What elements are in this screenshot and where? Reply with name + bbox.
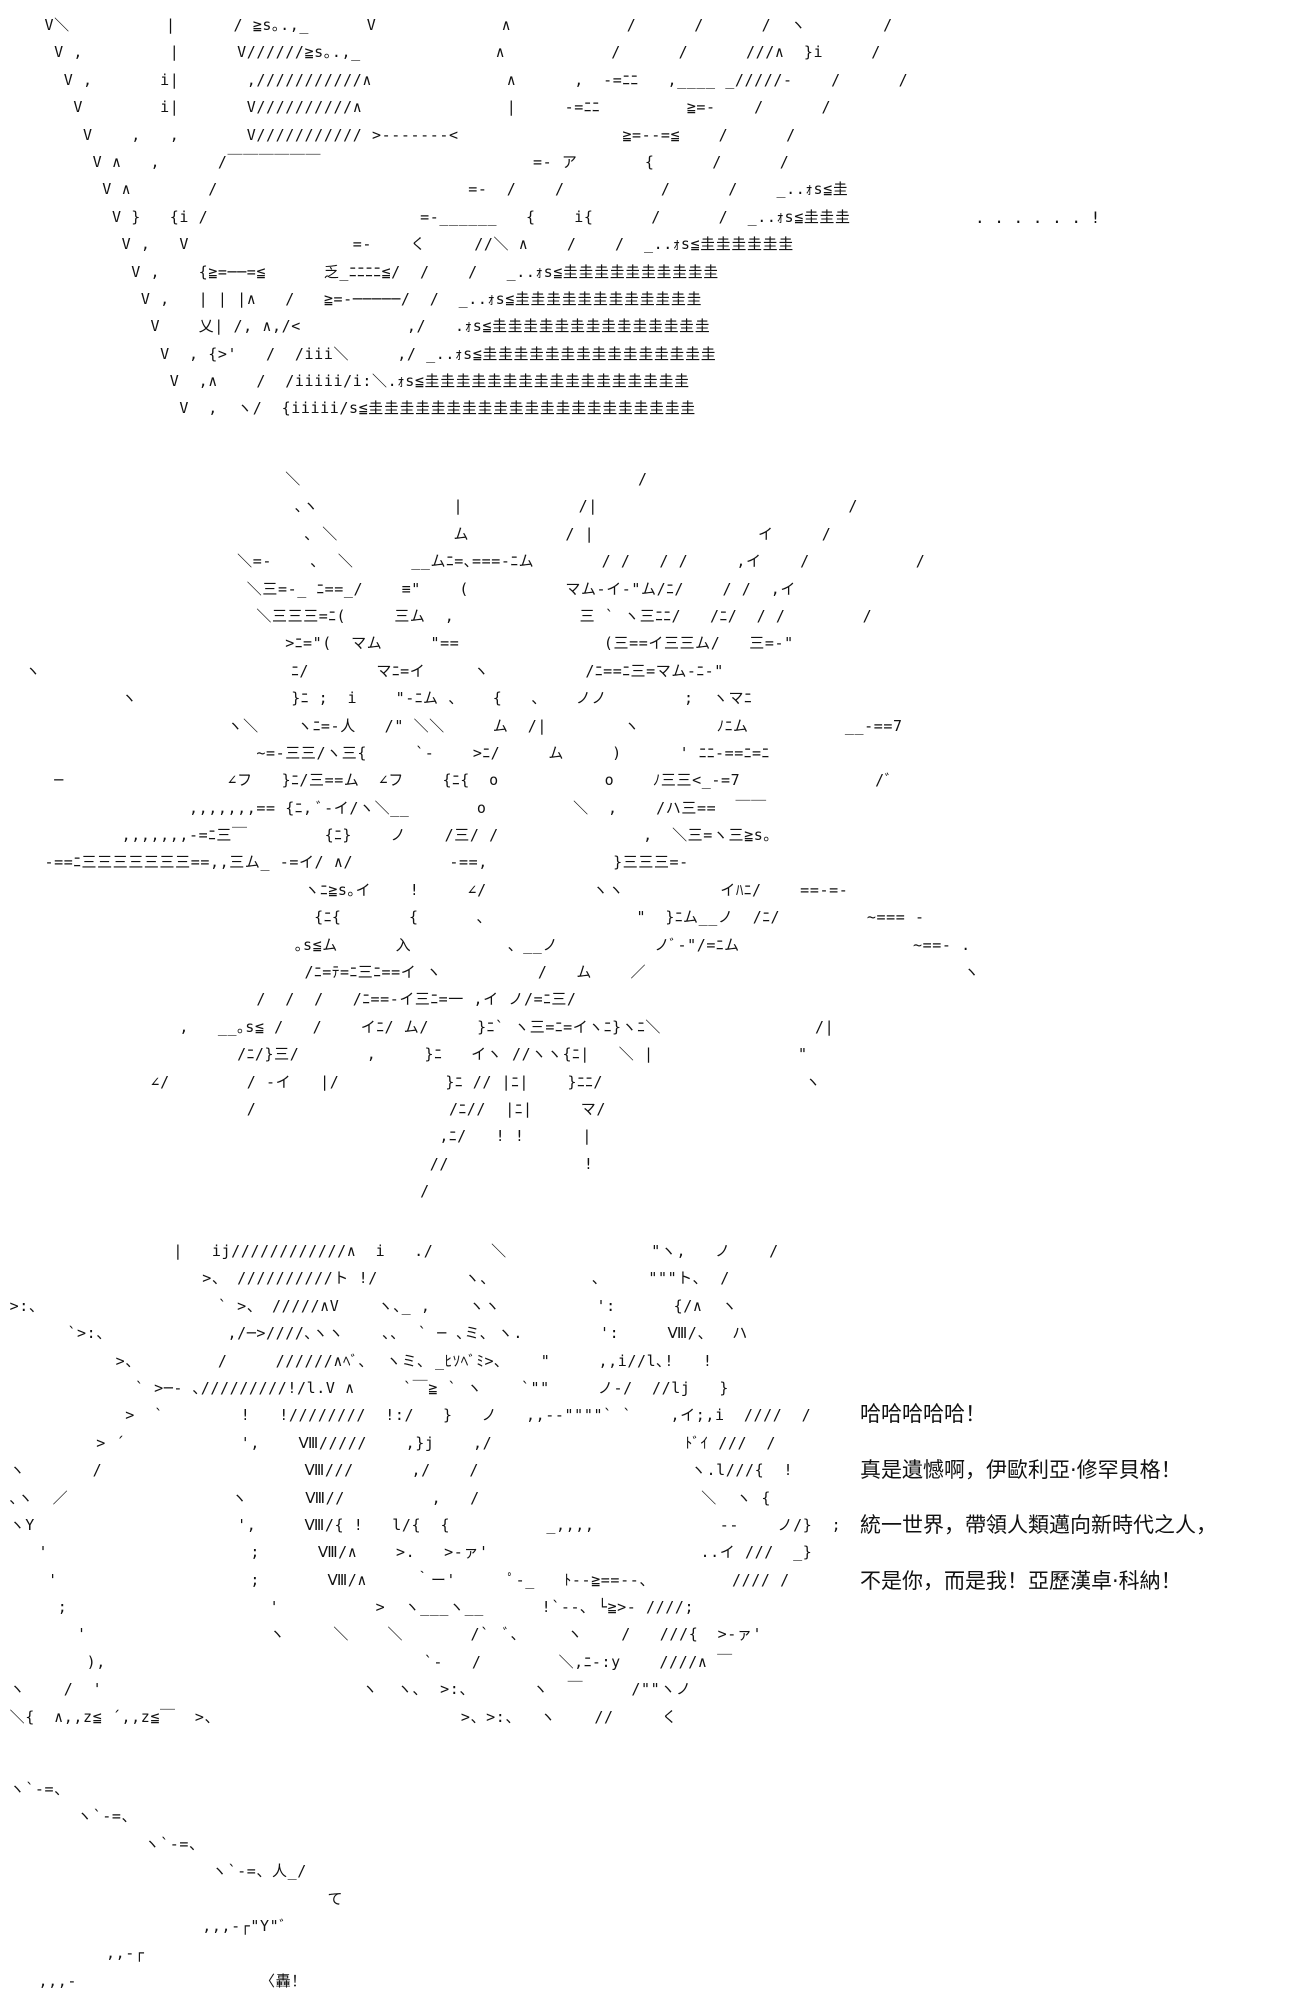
dialogue-line: 真是遺憾啊，伊歐利亞·修罕貝格！ [860, 1457, 1182, 1482]
ascii-art-line: ─ ∠フ }ﾆ/三==ム ∠フ {ﾆ{ o o ﾉ三三<_-=7 /ﾞ [6, 771, 893, 790]
ascii-art-line: ヽ / ' ヽ ヽ､ >:、 ヽ ￣ /""ヽノ [0, 1680, 692, 1699]
ascii-art-line: {ﾆ{ { 、 " }ﾆム__ノ /ﾆ/ ~=== - [6, 908, 925, 927]
ascii-art-line: ; ' > ヽ___ヽ__ !`--､ └≧>- ////; [0, 1598, 695, 1617]
ascii-art-line: >、 //////////ト !/ ヽ、 ､ """ト､ / [0, 1269, 730, 1288]
ascii-art-line: > ´ ', Ⅷ///// ,}j ,/ ﾄﾞｲ /// / [0, 1433, 776, 1452]
ascii-art-line: /ﾆ=ﾃ=ﾆ三ﾆ==イ ヽ / ム ／ ヽ [6, 963, 980, 982]
ascii-art-line: て [0, 1889, 344, 1908]
ascii-art-line: ` >─- ､/////////!/l.V ∧ `￣≧ ` ヽ `"" ノ-/ … [0, 1378, 730, 1397]
ascii-art-line: ,,,-┌"Y"ﾞ [0, 1916, 288, 1935]
dialogue-text: 哈哈哈哈哈！ 真是遺憾啊，伊歐利亞·修罕貝格！ 統一世界，帶領人類邁向新時代之人… [860, 1396, 1217, 1618]
ascii-art-line: , __｡s≦ / / イﾆ/ ム/ }ﾆ` ヽ三=ﾆ=イヽﾆ}ヽﾆ＼ /| [6, 1017, 835, 1036]
ascii-art-line: ヽ`-=、人_/ [0, 1862, 307, 1881]
ascii-art-line: V , V =- く //＼ ∧ / / _..ｫs≦圭圭圭圭圭圭 [6, 235, 794, 254]
ascii-art-line: V ,∧ / /iiiii/i:＼.ｫs≦圭圭圭圭圭圭圭圭圭圭圭圭圭圭圭圭圭 [6, 372, 690, 391]
ascii-art-line: // ! [6, 1154, 594, 1173]
ascii-art-line: ヽ ﾆ/ マﾆ=イ ヽ /ﾆ==ﾆ三=マム-ﾆ-" [6, 661, 724, 680]
ascii-art-line: ､ヽ | /| / [6, 497, 858, 516]
ascii-art-line: ＼三三三=ﾆ( 三ム , 三 ` ヽ三ﾆﾆ/ /ﾆ/ / / / [6, 606, 873, 625]
ascii-art-line: ' ; Ⅷ/∧ >. >-ァ' ..イ /// _} [0, 1543, 813, 1562]
ascii-art-line: V 乂| /, ∧,/< ,/ .ｫs≦圭圭圭圭圭圭圭圭圭圭圭圭圭圭 [6, 317, 711, 336]
ascii-art-line: V ∧ , /￣￣￣￣￣￣ =- ア { / / [6, 152, 790, 171]
ascii-art-line: V } {i / =-______ { i{ / / _..ｫs≦圭圭圭 [6, 207, 851, 226]
ascii-art-line: ＼=- ､ ＼ __ムﾆ=､===-ﾆム / / / / ,イ / / [6, 552, 926, 571]
dialogue-line: 哈哈哈哈哈！ [860, 1402, 986, 1426]
sfx-ellipsis: . . . . . . ! [975, 208, 1101, 227]
ascii-art-line: ヽ`-=、 [0, 1807, 138, 1826]
ascii-art-line: V , | | |∧ / ≧=-─────/ / _..ｫs≦圭圭圭圭圭圭圭圭圭… [6, 289, 703, 308]
ascii-art-line: / [6, 1182, 430, 1201]
ascii-art-line: ＼{ ∧,,z≦ ´,,z≦￣ >、 >、>:、 ヽ // く [0, 1707, 678, 1726]
ascii-art-line: V , {≧=──=≦ 乏_ﾆﾆﾆﾆ≦/ / / _..ｫs≦圭圭圭圭圭圭圭圭圭… [6, 262, 719, 281]
ascii-art-character-laughing: | ij////////////∧ i ./ ＼ "ヽ, ノ / >、 ////… [0, 1238, 841, 1731]
ascii-art-impact-lines: ヽ`-=、 ヽ`-=、 ヽ`-=、 ヽ`-=、人_/ て ,,,-┌"Y"ﾞ ,… [0, 1776, 343, 1995]
ascii-art-line: ,,,- 〈轟！ [0, 1971, 307, 1990]
ascii-art-line: ､ヽ ／ ヽ Ⅷ// , / ＼ ヽ { [0, 1488, 771, 1507]
ascii-art-line: ' ; Ⅷ/∧ ｀ー' ﾟ-_ ﾄ--≧==--、 //// / [0, 1570, 790, 1589]
ascii-art-line: -==ﾆ三三三三三三三==,,三ム_ -=イ/ ∧/ -==, }三三三=- [6, 853, 689, 872]
ascii-art-line: ヽ / Ⅷ/// ,/ / ヽ.l///{ ! [0, 1461, 794, 1480]
ascii-art-line: ,,,,,,,== {ﾆ, ﾞ-イ/ヽ＼__ o ＼ , /ハ三== ￣￣ [6, 798, 767, 817]
ascii-art-line: >ﾆ="( マム "== (三==イ三三ム/ 三=-" [6, 634, 794, 653]
ascii-art-line: ヽﾆ≧s｡イ ! ∠/ ヽヽ イﾊﾆ/ ==-=- [6, 880, 849, 899]
ascii-art-line: V＼ | / ≧s｡.,_ V ∧ / / / ヽ / [6, 16, 893, 34]
ascii-art-line: ヽ＼ ヽﾆ=-人 /" ＼＼ ム /| ヽ ﾉﾆム __-==7 [6, 716, 903, 735]
ascii-art-speed-lines: V＼ | / ≧s｡.,_ V ∧ / / / ヽ / V , | V/////… [6, 12, 908, 423]
ascii-art-line: /ﾆ/}三/ , }ﾆ イヽ //ヽヽ{ﾆ| ＼ | " [6, 1045, 808, 1064]
ascii-art-line: > ` ! !//////// !:/ } ノ ,,--""""` ` ,イ;,… [0, 1406, 812, 1425]
ascii-art-line: V ∧ / =- / / / / _..ｫs≦圭 [6, 180, 849, 199]
ascii-art-line: ' ヽ ＼ ＼ /` ﾞ､ ヽ / ///{ >-ァ' [0, 1625, 763, 1644]
ascii-art-line: ＼三=-_ ﾆ==_/ ≡" ( マム-イ-"ム/ﾆ/ / / ,イ [6, 579, 796, 598]
dialogue-line: 不是你，而是我！亞歷漢卓·科納！ [860, 1568, 1182, 1593]
ascii-art-line: ヽ`-=、 [0, 1834, 205, 1853]
ascii-art-line: ∠/ / -イ |/ }ﾆ // |ﾆ| }ﾆﾆ/ ヽ [6, 1072, 821, 1091]
ascii-art-line: V , i| ,///////////∧ ∧ , -=ﾆﾆ ,____ _///… [6, 70, 909, 89]
ascii-art-line: ,,,,,,,-=ﾆ三￣ {ﾆ} ノ /三/ / , ＼三=ヽ三≧s｡ [6, 826, 772, 845]
ascii-art-line: / / / /ﾆ==-イ三ﾆ=一 ,イ ノ/=ﾆ三/ [6, 990, 577, 1009]
ascii-art-line: ､ ＼ ム / | イ / [6, 524, 832, 543]
ascii-art-explosion: ＼ / ､ヽ | /| / ､ ＼ ム / | [6, 466, 980, 1206]
ascii-art-line: ヽ }ﾆ ; i "-ﾆム 、 { 、 ノノ ; ヽマﾆ [6, 689, 753, 708]
dialogue-line: 統一世界，帶領人類邁向新時代之人， [860, 1513, 1217, 1537]
ascii-art-line: V , | V//////≧s｡.,_ ∧ / / ///∧ }i / [6, 43, 881, 62]
ascii-art-line: `>:、 ,/─>////､ヽヽ ､､ ` ─ ､ミ､ ヽ. ': Ⅷ/、 ハ [0, 1324, 748, 1343]
ascii-art-line: / /ﾆ// |ﾆ| マ/ [6, 1099, 607, 1118]
ascii-art-line: ,ﾆ/ ! ! | [6, 1127, 592, 1146]
ascii-art-line: ＼ / [6, 470, 648, 488]
ascii-art-line: ,,-┌ [0, 1944, 145, 1963]
ascii-art-line: >:、 ` >、 /////∧V ヽ､_ , ヽヽ ': {/∧ ヽ [0, 1296, 738, 1315]
ascii-art-line: | ij////////////∧ i ./ ＼ "ヽ, ノ / [0, 1242, 779, 1260]
ascii-art-line: ヽ`-=、 [0, 1780, 70, 1798]
ascii-art-line: ヽY ', Ⅷ/{ ! l/{ { _,,,, -- ノ/} ; [0, 1515, 842, 1534]
ascii-art-line: ), `- / ＼,ﾆ-:y ////∧ ￣ [0, 1652, 733, 1671]
ascii-art-line: V , , V/////////// >-------< ≧=--=≦ / / [6, 125, 796, 144]
ascii-art-line: V , ヽ/ {iiiii/s≦圭圭圭圭圭圭圭圭圭圭圭圭圭圭圭圭圭圭圭圭圭 [6, 399, 696, 418]
ascii-art-line: >、 / //////∧ﾍﾞ､ ヽミ､ _ﾋｿﾍﾞﾐ>､ " ,,i//l､! … [0, 1351, 713, 1370]
ascii-art-line: ｡s≦ム 入 、__ノ ノﾞ-"/=ﾆム ~==- . [6, 935, 971, 954]
ascii-art-line: V , {>' / /iii＼ ,/ _..ｫs≦圭圭圭圭圭圭圭圭圭圭圭圭圭圭圭 [6, 344, 717, 363]
ascii-art-line: ~=-三三/ヽ三{ `- >ﾆ/ ム ) ' ﾆﾆ-==ﾆ=ﾆ [6, 743, 770, 762]
ascii-art-line: V i| V//////////∧ | -=ﾆﾆ ≧=- / / [6, 98, 832, 117]
